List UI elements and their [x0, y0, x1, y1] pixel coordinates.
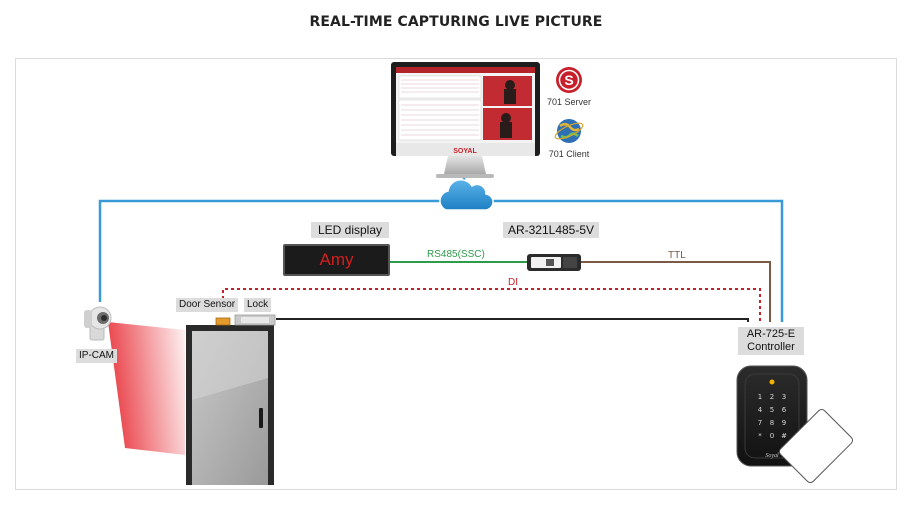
keypad-key: 1 — [758, 393, 762, 401]
rfid-card — [778, 408, 854, 484]
controller-label: AR-725-E Controller — [738, 327, 804, 355]
led-display-text: Amy — [319, 250, 354, 269]
keypad-key: 9 — [782, 419, 786, 427]
cloud-icon — [439, 179, 494, 211]
monitor — [391, 62, 540, 178]
controller-model: AR-725-E — [746, 328, 796, 340]
keypad-key: 3 — [782, 393, 786, 401]
keypad-key: 6 — [782, 406, 787, 414]
lock-label: Lock — [244, 298, 272, 312]
door-sensor-icon — [215, 317, 231, 326]
keypad-key: 0 — [770, 432, 774, 440]
monitor-brand: SOYAL — [453, 148, 477, 155]
keypad-key: 8 — [770, 419, 774, 427]
ttl-label: TTL — [668, 250, 686, 261]
camera-view-beam — [108, 322, 185, 455]
di-label: DI — [508, 277, 518, 288]
server-app-icon — [556, 67, 582, 93]
keypad-key: 2 — [770, 393, 774, 401]
keypad-key: 5 — [770, 406, 774, 414]
server-app-glyph: S — [564, 72, 573, 88]
lock-icon — [234, 314, 276, 326]
door — [186, 325, 274, 485]
keypad-key: # — [781, 432, 787, 440]
converter-label: AR-321L485-5V — [503, 222, 599, 238]
controller-type: Controller — [747, 341, 795, 353]
client-app-label: 701 Client — [549, 149, 590, 159]
ip-cam-icon — [84, 306, 112, 341]
led-display-label: LED display — [311, 222, 389, 238]
page-title: REAL-TIME CAPTURING LIVE PICTURE — [309, 14, 603, 30]
keypad-key: 7 — [758, 419, 762, 427]
keypad-key: 4 — [758, 406, 763, 414]
keypad-key: * — [758, 432, 762, 440]
lock-wire — [276, 318, 749, 322]
server-app-label: 701 Server — [547, 97, 591, 107]
ip-cam-label: IP-CAM — [76, 349, 117, 363]
converter-device — [527, 254, 581, 271]
reader-brand: Soyal — [765, 453, 779, 459]
ttl-wire — [580, 261, 771, 322]
door-sensor-label: Door Sensor — [176, 298, 239, 312]
rs485-label: RS485(SSC) — [427, 249, 485, 260]
led-display: Amy — [283, 244, 390, 276]
di-wire — [222, 288, 761, 322]
client-globe-icon — [554, 119, 584, 143]
